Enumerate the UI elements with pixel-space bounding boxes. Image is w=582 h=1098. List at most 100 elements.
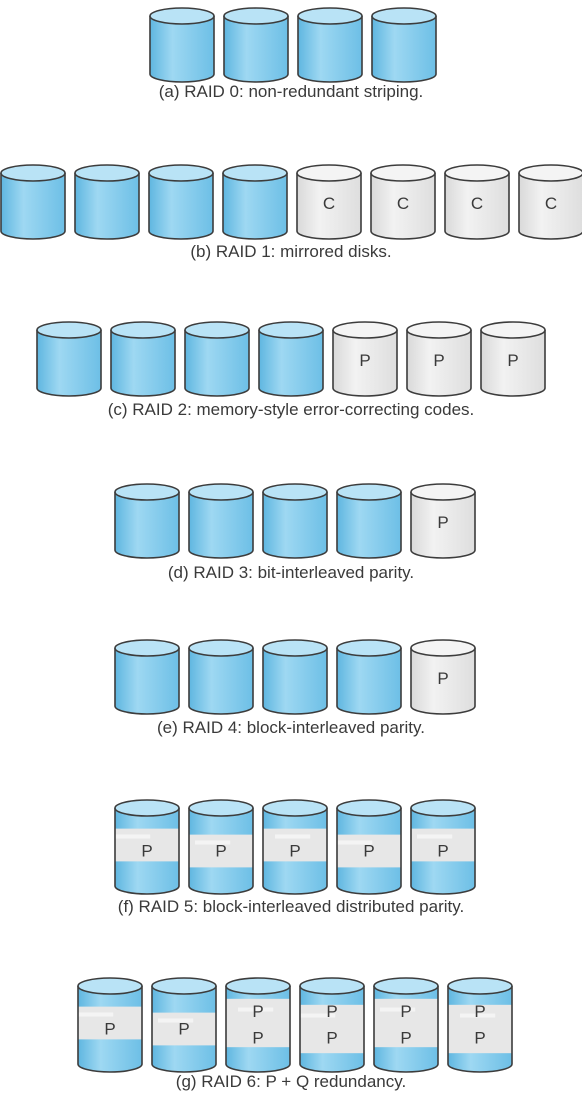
check-disk-icon: P: [480, 321, 546, 397]
disk-top: [332, 321, 398, 339]
disk-top: [406, 321, 472, 339]
disk-outline: [114, 808, 180, 895]
disk-top: [444, 164, 510, 182]
disk-outline: [480, 330, 546, 397]
disk-outline: [151, 986, 217, 1073]
mixed-disk-icon: PP: [299, 977, 365, 1073]
disk-body: [37, 330, 101, 396]
disk-outline: [262, 808, 328, 895]
disk-body: [224, 16, 288, 82]
disk-top: [222, 164, 288, 182]
disk-body: [411, 648, 475, 714]
disk-top: [518, 164, 582, 182]
disk-label: P: [433, 351, 444, 370]
disk-top: [148, 164, 214, 182]
disk-top: [36, 321, 102, 339]
disk-top: [110, 321, 176, 339]
panel-raid4: P: [114, 639, 476, 715]
disk-top: [149, 7, 215, 25]
disk-label: P: [400, 1029, 411, 1048]
caption-raid3: (d) RAID 3: bit-interleaved parity.: [167, 563, 415, 582]
parity-band: [189, 834, 253, 868]
disk-top: [77, 977, 143, 995]
parity-band: [300, 1004, 364, 1054]
disk-body: [259, 330, 323, 396]
disk-outline: [262, 648, 328, 715]
caption-raid4: (e) RAID 4: block-interleaved parity.: [156, 718, 425, 737]
check-disk-icon: C: [370, 164, 436, 240]
disk-body: [333, 330, 397, 396]
parity-band: [374, 998, 438, 1048]
check-disk-icon: C: [444, 164, 510, 240]
parity-band: [411, 828, 475, 862]
disk-body: [407, 330, 471, 396]
disk-label: C: [471, 194, 483, 213]
disk-top: [114, 483, 180, 501]
disk-label: P: [437, 841, 448, 860]
disk-body: [337, 648, 401, 714]
disk-top: [114, 639, 180, 657]
panel-raid0: [149, 7, 437, 83]
disk-body: [189, 648, 253, 714]
disk-top: [336, 483, 402, 501]
stripe-accent: [158, 1018, 194, 1023]
disk-top: [373, 977, 439, 995]
panel-raid3: P: [114, 483, 476, 559]
disk-body: [297, 173, 361, 239]
disk-outline: [336, 648, 402, 715]
data-disk-icon: [110, 321, 176, 397]
disk-outline: [410, 648, 476, 715]
disk-outline: [225, 986, 291, 1073]
disk-outline: [222, 173, 288, 240]
disk-outline: [36, 330, 102, 397]
disk-body: [75, 173, 139, 239]
disk-body: [189, 492, 253, 558]
disk-body: [150, 16, 214, 82]
disk-outline: [0, 173, 66, 240]
disk-body: [337, 492, 401, 558]
disk-top: [151, 977, 217, 995]
disk-outline: [444, 173, 510, 240]
disk-label: P: [178, 1019, 189, 1038]
caption-raid2: (c) RAID 2: memory-style error-correctin…: [107, 400, 475, 419]
stripe-accent: [460, 1013, 496, 1018]
disk-outline: [336, 492, 402, 559]
disk-top: [336, 799, 402, 817]
disk-label: C: [397, 194, 409, 213]
disk-outline: [370, 173, 436, 240]
disk-label: C: [323, 194, 335, 213]
disk-label: P: [326, 1029, 337, 1048]
disk-label: P: [400, 1002, 411, 1021]
disk-label: P: [474, 1002, 485, 1021]
disk-body: [481, 330, 545, 396]
disk-body: [223, 173, 287, 239]
disk-outline: [77, 986, 143, 1073]
disk-label: P: [363, 841, 374, 860]
disk-outline: [223, 16, 289, 83]
data-disk-icon: [336, 639, 402, 715]
data-disk-icon: [149, 7, 215, 83]
data-disk-icon: [184, 321, 250, 397]
disk-label: P: [359, 351, 370, 370]
caption-raid0: (a) RAID 0: non-redundant striping.: [158, 82, 424, 101]
disk-outline: [299, 986, 365, 1073]
disk-outline: [410, 808, 476, 895]
data-disk-icon: [188, 639, 254, 715]
caption-raid5: (f) RAID 5: block-interleaved distribute…: [117, 897, 465, 916]
mixed-disk-icon: P: [262, 799, 328, 895]
disk-label: P: [141, 841, 152, 860]
disk-body: [263, 648, 327, 714]
disk-body: [149, 173, 213, 239]
data-disk-icon: [297, 7, 363, 83]
disk-top: [262, 799, 328, 817]
check-disk-icon: P: [406, 321, 472, 397]
stripe-accent: [417, 834, 453, 839]
check-disk-icon: P: [410, 483, 476, 559]
disk-top: [262, 639, 328, 657]
disk-outline: [148, 173, 214, 240]
mixed-disk-icon: P: [188, 799, 254, 895]
caption-raid6: (g) RAID 6: P + Q redundancy.: [175, 1072, 407, 1091]
